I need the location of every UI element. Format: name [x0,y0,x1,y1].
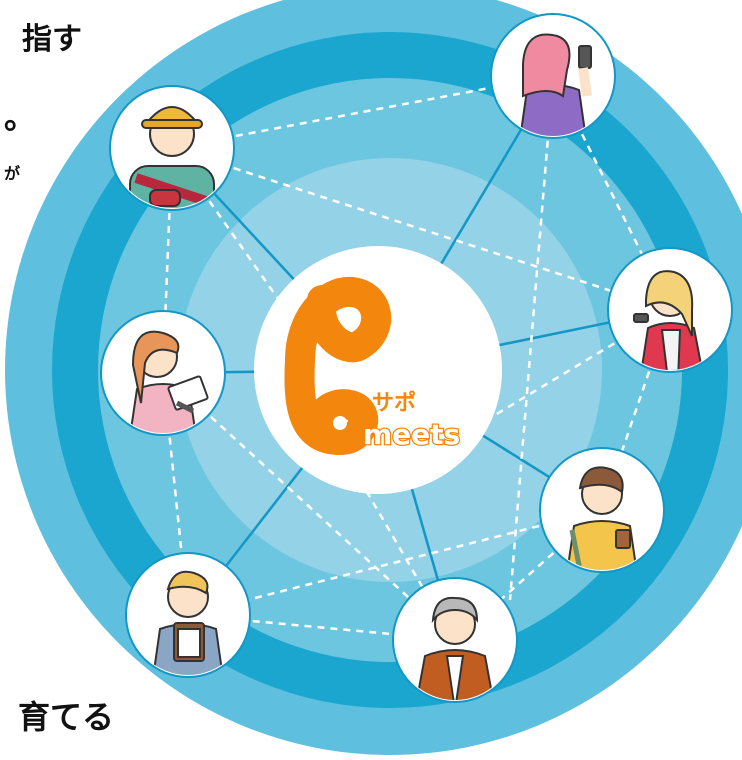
link-center-elder [358,479,432,601]
sapo-logo-icon [284,277,392,456]
person-pink-hair-phone-icon [490,13,616,139]
person-blonde-red-jacket-icon [607,247,733,373]
link-pinkhair-clipboard [508,75,555,601]
logo-meets-label: meets [363,418,460,451]
person-yellow-hat-icon [109,85,235,211]
center-logo: サポ meets [254,246,502,494]
link-yellowhat-blonde [171,146,671,312]
heading-fragment-mark: 。 [4,98,37,136]
person-notebook-woman-icon [100,310,226,436]
link-coffee-clipboard [187,508,603,617]
person-clipboard-man-icon [125,552,251,678]
logo-dot [333,416,347,430]
heading-fragment-ga: が [4,164,21,183]
person-coffee-man-icon [539,447,665,573]
heading-bottom: 育てる [18,698,115,736]
link-notebook-elder [162,372,456,641]
heading-top: 指す [22,22,82,57]
link-blonde-coffee [600,309,672,511]
logo-sapo-label: サポ [372,390,416,416]
person-grey-hair-elder-icon [392,577,518,703]
